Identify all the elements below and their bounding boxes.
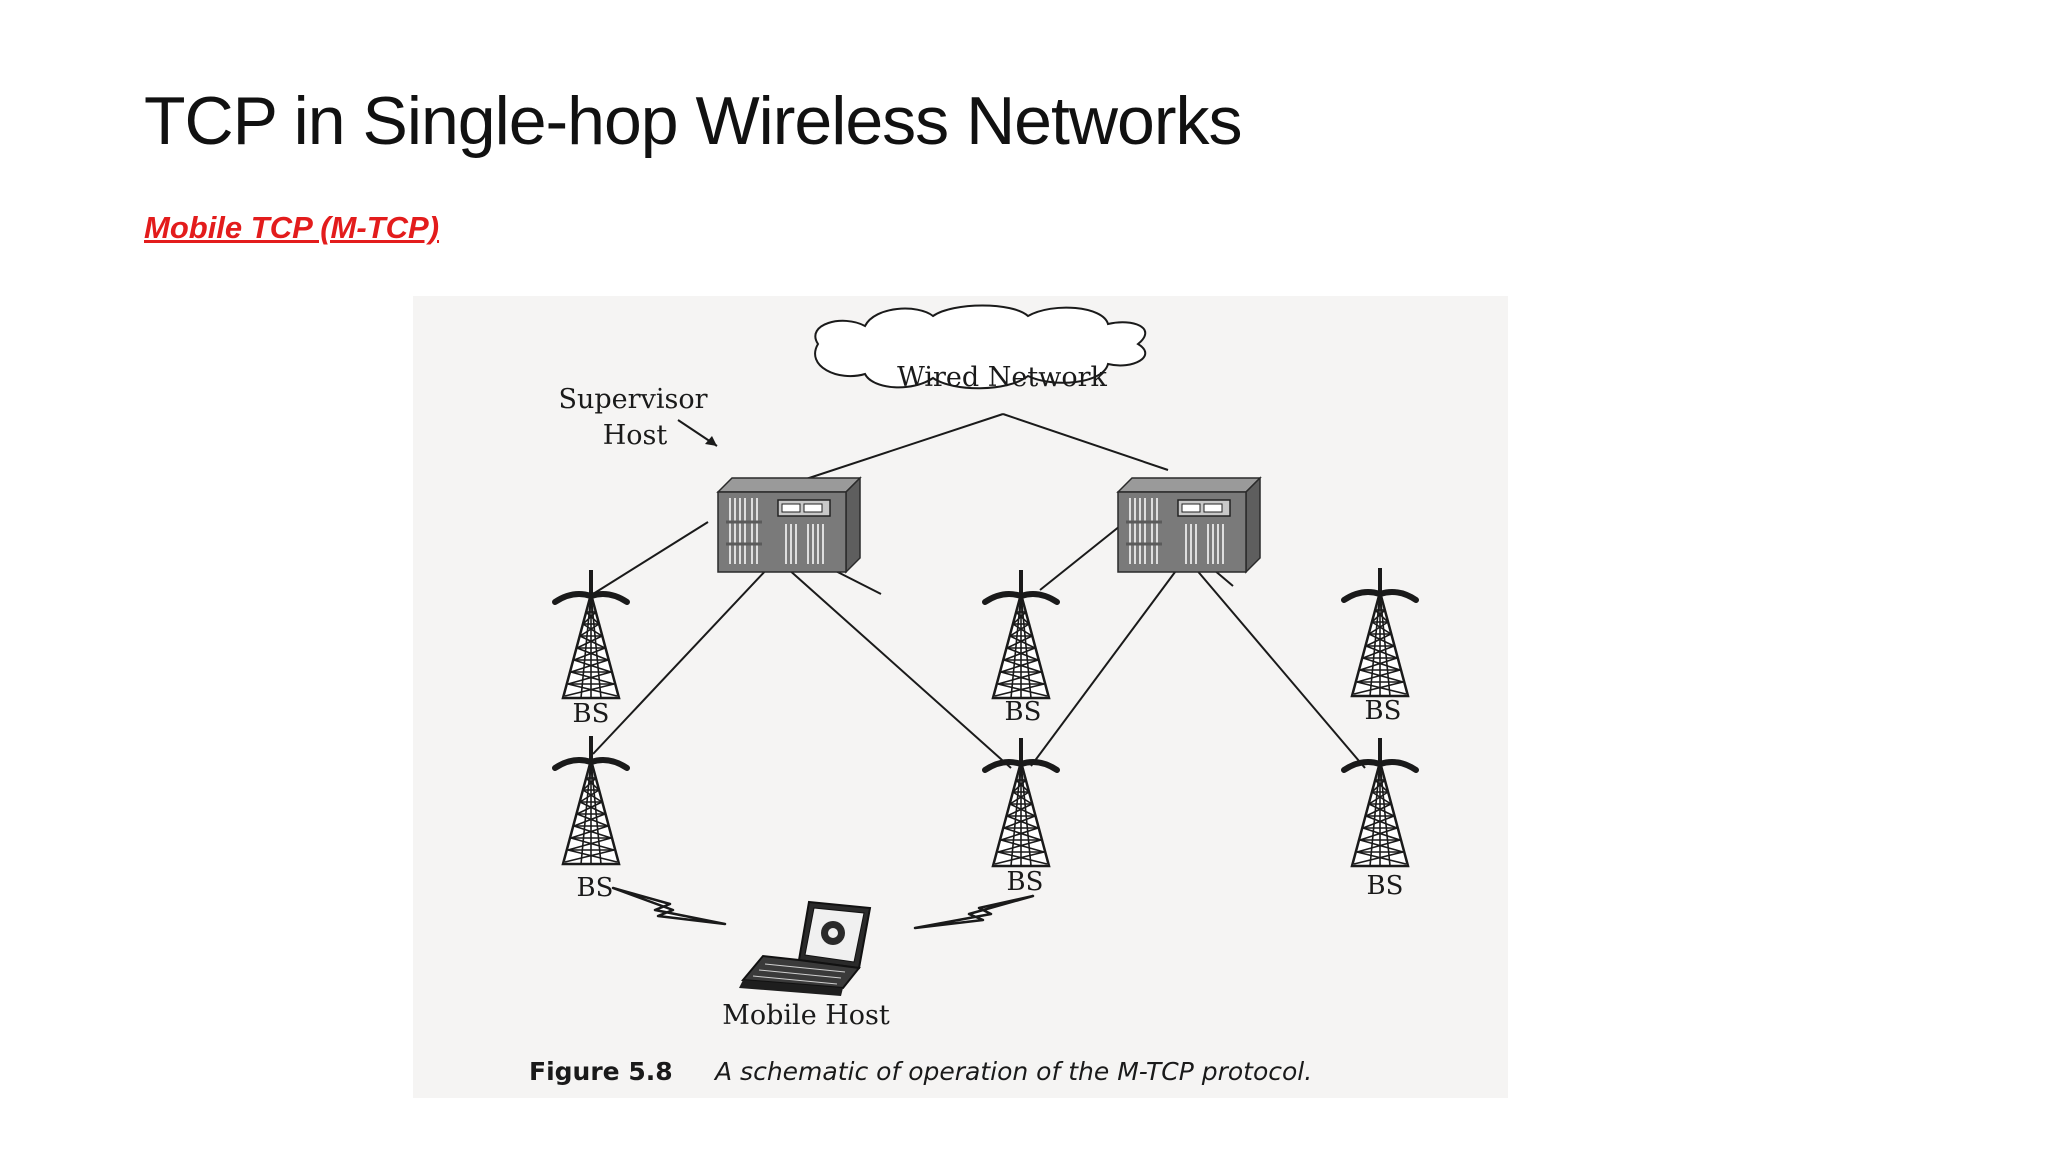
wired-network-label: Wired Network (897, 362, 1107, 393)
bs-tower-bottom-middle (985, 738, 1057, 866)
laptop-icon (739, 900, 872, 996)
slide-title: TCP in Single-hop Wireless Networks (144, 83, 1242, 159)
bs-label-bottom-left: BS (577, 873, 614, 903)
figure-caption-text: A schematic of operation of the M-TCP pr… (713, 1057, 1312, 1086)
wireless-link-left-icon (611, 886, 727, 926)
mobile-host-label: Mobile Host (722, 1000, 890, 1031)
supervisor-host-label-line1: Supervisor (559, 384, 708, 415)
bs-tower-bottom-left (555, 736, 627, 864)
supervisor-host-server-right (1116, 476, 1262, 574)
supervisor-host-label-line2: Host (603, 420, 668, 451)
figure-panel: Wired Network Supervisor Host BS BS BS B… (413, 296, 1508, 1098)
bs-label-bottom-middle: BS (1007, 867, 1044, 897)
connection-lines (592, 413, 1366, 769)
bs-tower-top-middle (985, 570, 1057, 698)
supervisor-arrowhead (705, 436, 717, 446)
wireless-link-right-icon (913, 894, 1035, 930)
bs-label-top-middle: BS (1005, 697, 1042, 727)
bs-tower-top-right (1344, 568, 1416, 696)
bs-label-top-left: BS (573, 699, 610, 729)
subtitle-link-mtcp[interactable]: Mobile TCP (M-TCP) (144, 210, 440, 245)
bs-tower-top-left (555, 570, 627, 698)
figure-caption-number: Figure 5.8 (529, 1057, 673, 1086)
supervisor-host-server-left (716, 476, 862, 574)
bs-label-top-right: BS (1365, 696, 1402, 726)
bs-label-bottom-right: BS (1367, 871, 1404, 901)
wired-network-cloud (814, 304, 1147, 390)
